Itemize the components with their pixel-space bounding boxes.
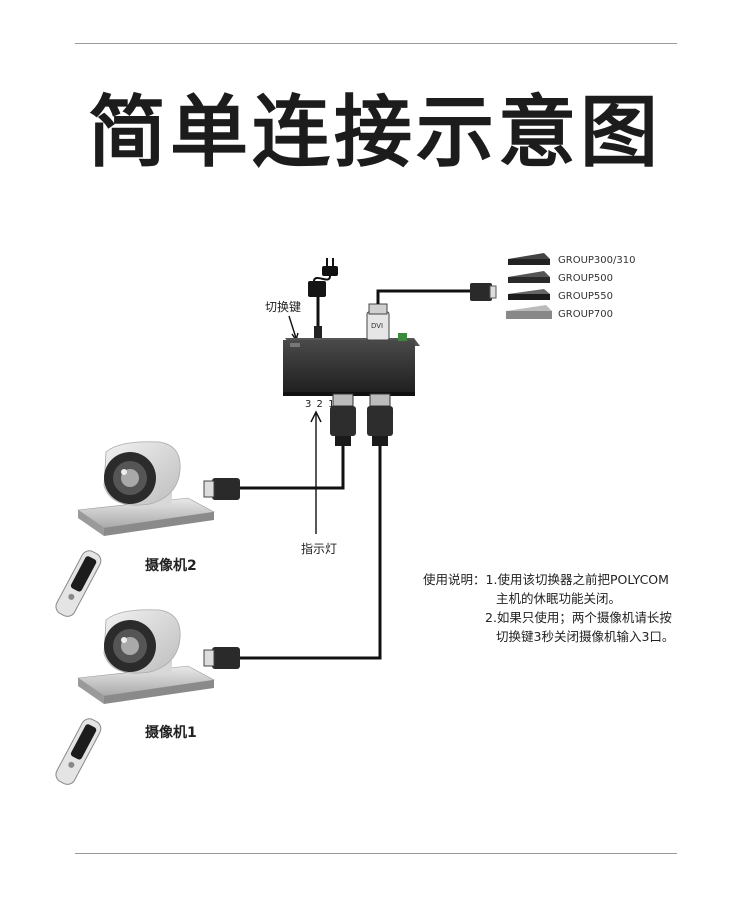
- notes-line2: 主机的休眠功能关闭。: [496, 591, 622, 606]
- remote1-icon: [55, 718, 102, 785]
- dvi-cable-top: [376, 289, 476, 304]
- usage-notes: 使用说明：1.使用该切换器之前把POLYCOM 主机的休眠功能关闭。 2.如果只…: [423, 570, 674, 646]
- switch-key-label: 切换键: [265, 300, 302, 314]
- notes-lead: 使用说明：: [423, 572, 486, 587]
- power-adapter-icon: [308, 258, 338, 338]
- notes-line4: 切换键3秒关闭摄像机输入3口。: [496, 629, 675, 644]
- model-label: GROUP500: [558, 273, 614, 284]
- notes-line1: 1.使用该切换器之前把POLYCOM: [485, 572, 669, 587]
- camera2-label: 摄像机2: [145, 558, 197, 574]
- model-label: GROUP700: [558, 309, 614, 320]
- switch-key-arrow: [288, 315, 297, 339]
- model-label: GROUP550: [558, 291, 614, 302]
- switcher-box: [283, 333, 420, 396]
- camera1-plug: [203, 647, 240, 669]
- dvi-connector-out-2: [367, 393, 393, 446]
- dvi-connector-out-1: [330, 393, 356, 446]
- cable-camera2: [240, 446, 345, 490]
- port-numbers: 3 2 1: [305, 399, 336, 410]
- dvi-connector-top: [366, 303, 390, 341]
- camera2-plug: [203, 478, 240, 500]
- model-label: GROUP300/310: [558, 255, 636, 266]
- remote2-icon: [55, 550, 102, 617]
- indicator-label: 指示灯: [301, 542, 338, 556]
- camera2-icon: [77, 441, 215, 536]
- top-divider: [75, 43, 677, 44]
- camera1-label: 摄像机1: [145, 725, 197, 741]
- bottom-divider: [75, 853, 677, 854]
- cable-camera1: [240, 446, 382, 660]
- notes-line3: 2.如果只使用；两个摄像机请长按: [485, 610, 672, 625]
- dvi-label: DVI: [371, 322, 384, 330]
- dvi-plug-groups: [470, 283, 497, 301]
- page-title: 简单连接示意图: [87, 88, 662, 178]
- camera1-icon: [77, 609, 215, 704]
- group-unit-icons: [506, 253, 552, 319]
